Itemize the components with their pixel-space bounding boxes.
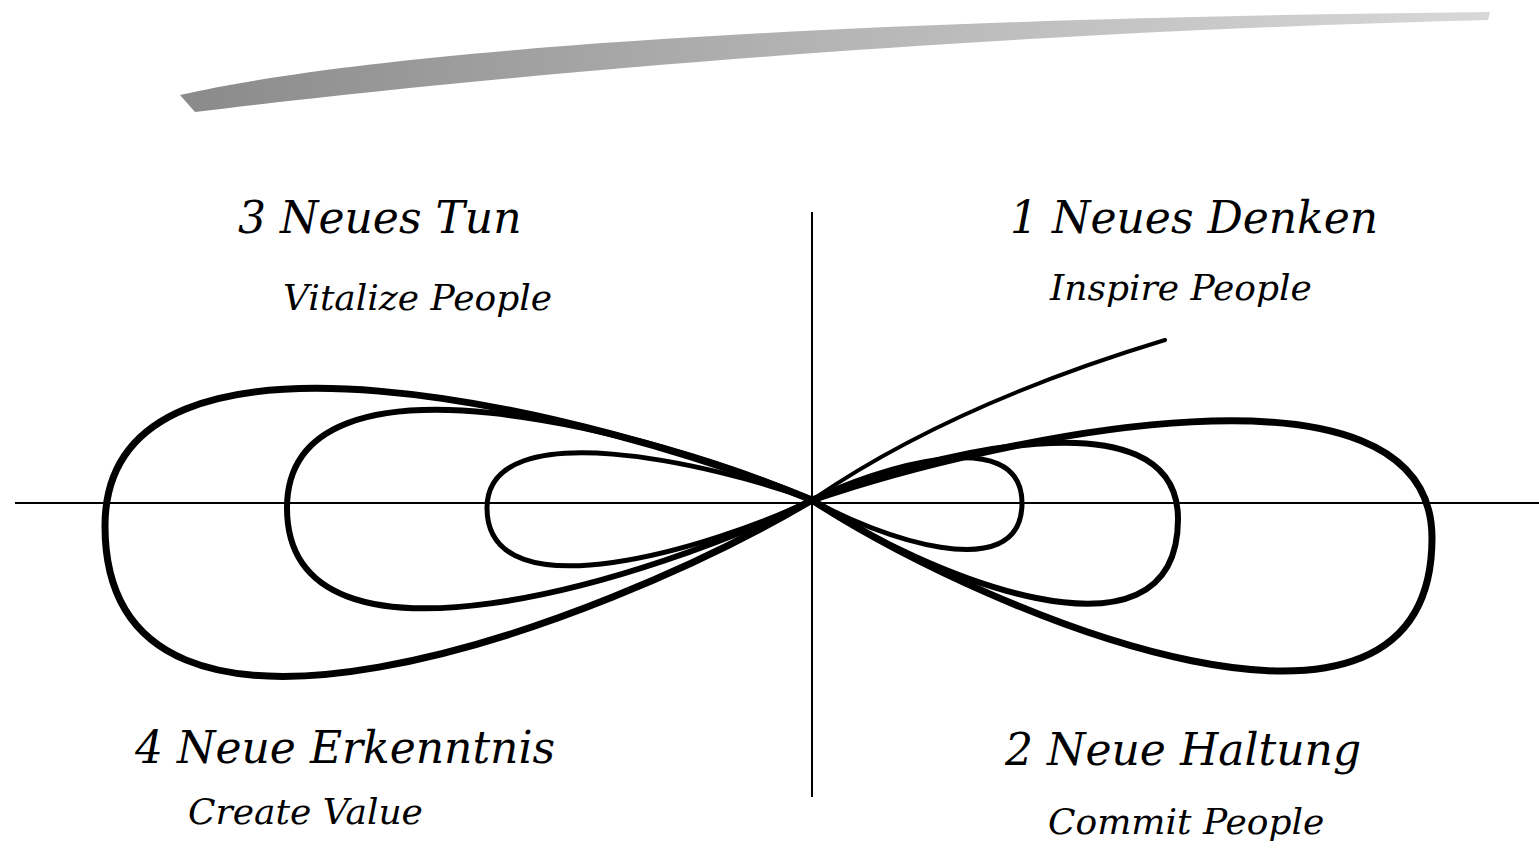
inner-left-loop — [487, 453, 812, 566]
inner-right-loop — [812, 458, 1022, 550]
quadrant-heading: 3 Neues Tun — [238, 192, 522, 245]
quadrant-heading: 2 Neue Haltung — [1005, 724, 1361, 777]
spiral-tail — [812, 340, 1165, 500]
quadrant-subtitle: Vitalize People — [283, 276, 552, 319]
outer-right-loop — [812, 421, 1432, 671]
quadrant-heading: 4 Neue Erkenntnis — [135, 722, 555, 775]
quadrant-heading: 1 Neues Denken — [1010, 192, 1378, 245]
middle-left-loop — [287, 410, 812, 608]
brush-stroke — [180, 12, 1490, 112]
quadrant-subtitle: Commit People — [1048, 800, 1324, 843]
outer-left-loop — [105, 388, 812, 676]
horizontal-axis — [15, 502, 1539, 504]
quadrant-subtitle: Create Value — [188, 790, 423, 833]
quadrant-subtitle: Inspire People — [1050, 266, 1312, 309]
